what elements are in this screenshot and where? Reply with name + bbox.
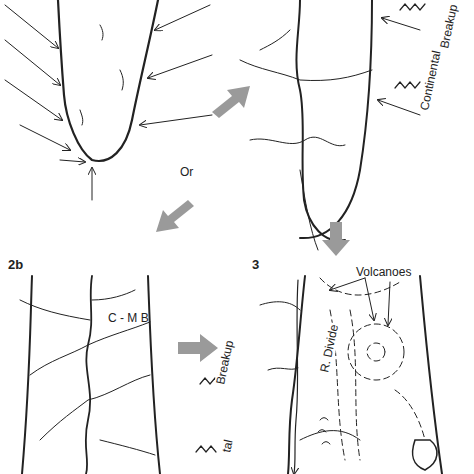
stage-label: Breakup <box>214 338 237 386</box>
stage-label: tal <box>220 438 236 455</box>
stage-label: Continental <box>418 49 444 113</box>
feature-label: Volcanoes <box>356 266 411 279</box>
connector-word: Or <box>180 166 193 179</box>
panel-number: 2b <box>8 258 23 272</box>
panel-number: 3 <box>252 258 259 272</box>
feature-label: R. Divide <box>318 322 341 374</box>
stage-label: Breakup <box>438 2 461 50</box>
boundary-label: C - M B <box>108 312 149 325</box>
